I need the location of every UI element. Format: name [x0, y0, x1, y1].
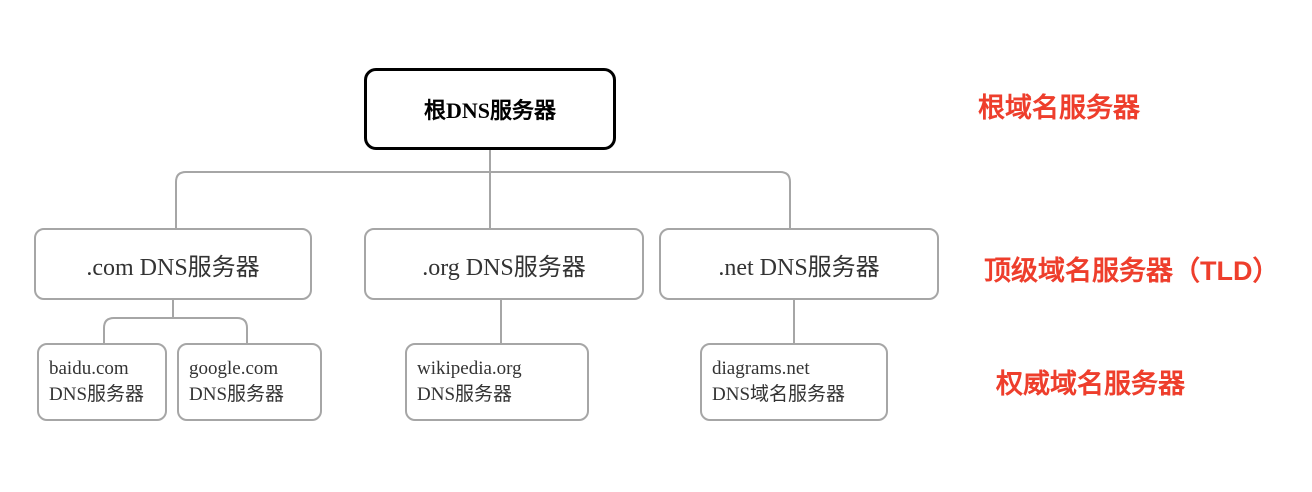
auth-wikipedia-suffix: DNS服务器: [417, 384, 513, 405]
auth-wikipedia-domain: wikipedia.org: [417, 358, 522, 380]
auth-wikipedia-server-label: wikipedia.org DNS服务器: [417, 356, 522, 407]
tld-com-server-node: .com DNS服务器: [34, 228, 312, 300]
annotation-root-dns-level: 根域名服务器: [978, 93, 1140, 123]
annotation-tld-level: 顶级域名服务器（TLD）: [984, 256, 1280, 286]
tld-org-server-node: .org DNS服务器: [364, 228, 644, 300]
auth-wikipedia-server-node: wikipedia.org DNS服务器: [405, 343, 589, 421]
tld-com-server-label: .com DNS服务器: [86, 254, 260, 281]
auth-baidu-suffix: DNS服务器: [49, 384, 145, 405]
tld-net-server-node: .net DNS服务器: [659, 228, 939, 300]
auth-baidu-server-label: baidu.com DNS服务器: [49, 356, 144, 407]
auth-diagrams-server-node: diagrams.net DNS域名服务器: [700, 343, 888, 421]
auth-diagrams-suffix: DNS域名服务器: [712, 384, 846, 405]
annotation-authoritative-level: 权威域名服务器: [996, 369, 1185, 399]
auth-google-domain: google.com: [189, 358, 279, 380]
auth-google-server-label: google.com DNS服务器: [189, 356, 284, 407]
root-dns-server-node: 根DNS服务器: [364, 68, 616, 150]
auth-diagrams-domain: diagrams.net: [712, 358, 810, 380]
auth-google-server-node: google.com DNS服务器: [177, 343, 322, 421]
connector-tld-branch: [175, 171, 791, 228]
connector-com-branch: [103, 317, 248, 343]
tld-net-server-label: .net DNS服务器: [718, 254, 880, 281]
auth-diagrams-server-label: diagrams.net DNS域名服务器: [712, 356, 845, 407]
auth-baidu-domain: baidu.com: [49, 358, 129, 380]
root-dns-server-label: 根DNS服务器: [423, 98, 556, 123]
auth-google-suffix: DNS服务器: [189, 384, 285, 405]
auth-baidu-server-node: baidu.com DNS服务器: [37, 343, 167, 421]
tld-org-server-label: .org DNS服务器: [422, 254, 586, 281]
